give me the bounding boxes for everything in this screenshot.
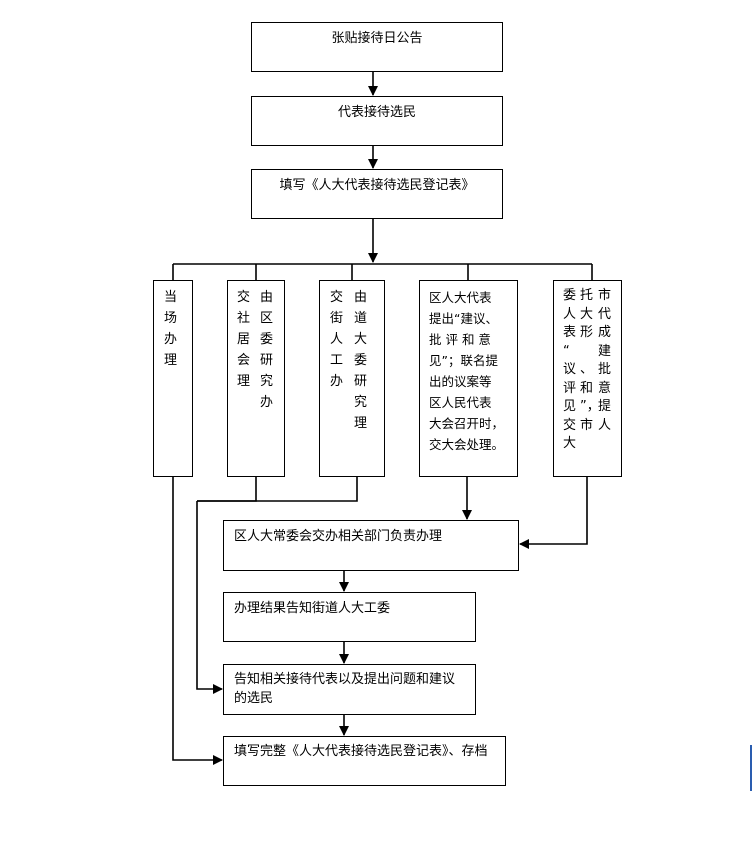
district-congress-label: 区人大代表 提出“建议、 批 评 和 意 见”；联名提 出的议案等 区人民代表 … <box>429 290 505 452</box>
edge-marker <box>750 745 752 791</box>
district-congress-box: 区人大代表 提出“建议、 批 评 和 意 见”；联名提 出的议案等 区人民代表 … <box>419 280 518 477</box>
post-notice-box: 张贴接待日公告 <box>251 22 503 72</box>
arrow-city-to-standing <box>519 477 588 549</box>
notify-street-label: 办理结果告知街道人大工委 <box>234 601 391 616</box>
receive-voters-label: 代表接待选民 <box>337 105 416 120</box>
receive-voters-box: 代表接待选民 <box>251 96 503 146</box>
archive-box: 填写完整《人大代表接待选民登记表》、存档 <box>223 736 506 786</box>
community-col1: 交 社 居 会 理 <box>237 290 251 389</box>
standing-committee-label: 区人大常委会交办相关部门负责办理 <box>234 529 443 544</box>
notify-voters-label: 告知相关接待代表以及提出问题和建议的选民 <box>234 672 456 706</box>
arrow-merge-to-notify-voters <box>196 501 223 694</box>
archive-label: 填写完整《人大代表接待选民登记表》、存档 <box>234 744 488 759</box>
city-col1: 委 人 表 “ 议 评 见 交 大 <box>563 288 577 451</box>
city-col2: 托 大 形 、 和 ”， 市 <box>580 288 600 433</box>
street-col2: 由 道 大 委 研 究 理 <box>354 290 368 431</box>
street-box: 交 街 人 工 办 由 道 大 委 研 究 理 <box>319 280 385 477</box>
line-community-merge <box>197 477 257 502</box>
city-congress-box: 委 人 表 “ 议 评 见 交 大 托 大 形 、 和 ”， 市 市 代 成 建… <box>553 280 622 477</box>
post-notice-label: 张贴接待日公告 <box>331 31 423 46</box>
community-col2: 由 区 委 研 究 办 <box>260 290 274 410</box>
city-col3: 市 代 成 建 批 意 提 人 <box>598 288 612 433</box>
on-site-label: 当 场 办 理 <box>164 290 178 368</box>
fill-form-label: 填写《人大代表接待选民登记表》 <box>279 178 475 193</box>
on-site-box: 当 场 办 理 <box>153 280 193 477</box>
notify-street-box: 办理结果告知街道人大工委 <box>223 592 476 642</box>
notify-voters-box: 告知相关接待代表以及提出问题和建议的选民 <box>223 664 476 715</box>
line-street-merge <box>197 477 358 502</box>
street-col1: 交 街 人 工 办 <box>330 290 344 389</box>
fill-form-box: 填写《人大代表接待选民登记表》 <box>251 169 503 219</box>
standing-committee-box: 区人大常委会交办相关部门负责办理 <box>223 520 519 571</box>
arrow-onsite-to-archive <box>172 477 223 765</box>
community-box: 交 社 居 会 理 由 区 委 研 究 办 <box>227 280 285 477</box>
